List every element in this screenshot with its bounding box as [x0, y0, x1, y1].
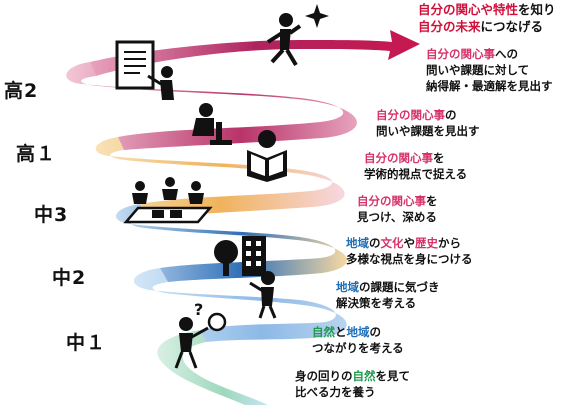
stage-description-chu1-a: 自然と地域のつながりを考える	[312, 324, 404, 356]
description-line: つながりを考える	[312, 340, 404, 356]
grade-label-chu1: 中１	[66, 332, 107, 354]
grade-label-kou2: 高2	[4, 80, 39, 102]
description-text: 歴史	[415, 236, 438, 250]
running-person-icon	[266, 13, 302, 67]
description-text: 問いや課題を見出す	[376, 124, 480, 138]
microscope-person-icon	[192, 103, 232, 145]
description-line: 納得解・最適解を見出す	[426, 78, 553, 94]
goal-title-line-1: 自分の関心や特性を知り	[418, 1, 556, 18]
description-line: 解決策を考える	[336, 295, 440, 311]
description-text: への	[495, 47, 518, 61]
reading-person-icon	[247, 130, 287, 182]
description-text: の	[369, 325, 382, 339]
stage-description-kou2: 自分の関心事への問いや課題に対して納得解・最適解を見出す	[426, 46, 553, 94]
stage-description-chu2-a: 地域の文化や歴史から多様な視点を身につける	[346, 235, 473, 267]
goal-title-seg: 自分の未来	[418, 19, 481, 34]
stage-description-chu1-b: 身の回りの自然を見て比べる力を養う	[295, 368, 410, 400]
stage-description-chu3: 自分の関心事を見つけ、深める	[357, 193, 438, 225]
description-text: 地域	[346, 325, 370, 339]
description-line: 身の回りの自然を見て	[295, 368, 410, 384]
description-text: 多様な視点を身につける	[346, 252, 473, 266]
description-text: の	[445, 108, 457, 122]
description-line: 地域の文化や歴史から	[346, 235, 473, 251]
grade-label-chu2: 中2	[52, 267, 87, 289]
sparkle-icon	[305, 4, 329, 28]
tree-icon	[214, 240, 238, 276]
description-line: 地域の課題に気づき	[336, 279, 440, 295]
spiral-band-top	[90, 30, 420, 76]
goal-title-seg: につなげる	[480, 19, 544, 34]
description-line: 見つけ、深める	[357, 209, 438, 225]
description-text: つながりを考える	[312, 341, 404, 355]
description-line: 自分の関心事への	[426, 46, 553, 62]
grade-label-kou1: 高１	[16, 143, 57, 165]
description-text: 見つけ、深める	[357, 210, 437, 224]
question-icon: ?	[194, 300, 203, 319]
goal-title-seg: を知り	[518, 2, 556, 17]
description-text: を	[426, 194, 438, 208]
description-text: 自然	[312, 325, 335, 339]
description-line: 学術的視点で捉える	[364, 166, 467, 182]
description-line: 問いや課題に対して	[426, 62, 553, 78]
stage-description-kou1-a: 自分の関心事の問いや課題を見出す	[376, 107, 480, 139]
description-text: 自分の関心事	[426, 47, 495, 61]
description-text: 文化	[380, 236, 404, 250]
description-line: 比べる力を養う	[295, 384, 410, 400]
description-text: 学術的視点で捉える	[364, 167, 468, 181]
description-line: 自分の関心事の	[376, 107, 480, 123]
spiral-band-pink	[66, 62, 357, 150]
description-line: 自分の関心事を	[357, 193, 438, 209]
description-text: 身の回りの	[295, 369, 353, 383]
description-line: 問いや課題を見出す	[376, 123, 480, 139]
description-line: 多様な視点を身につける	[346, 251, 473, 267]
presentation-board-icon	[115, 40, 174, 100]
goal-title-seg: 自分の関心や特性	[418, 2, 519, 17]
goal-title: 自分の関心や特性を知り 自分の未来につなげる	[418, 1, 556, 35]
description-text: の課題に気づき	[359, 280, 440, 294]
spiral-band-orange	[95, 137, 345, 218]
description-line: 自分の関心事を	[364, 150, 467, 166]
description-text: や	[403, 236, 416, 250]
description-line: 自然と地域の	[312, 324, 404, 340]
description-text: を見て	[375, 369, 411, 383]
description-text: と	[335, 325, 347, 339]
description-text: 自分の関心事	[364, 151, 433, 165]
spiral-band-lightblue	[133, 268, 347, 342]
description-text: 比べる力を養う	[295, 385, 376, 399]
description-text: 自然	[352, 369, 376, 383]
description-text: 地域	[346, 236, 369, 250]
goal-title-line-2: 自分の未来につなげる	[418, 18, 556, 35]
grade-label-chu3: 中3	[34, 204, 69, 226]
description-text: 自分の関心事	[357, 194, 426, 208]
description-text: 自分の関心事	[376, 108, 445, 122]
building-icon	[242, 236, 266, 276]
magnifier-person-icon	[174, 312, 227, 369]
pointing-person-icon	[249, 271, 277, 319]
description-text: を	[433, 151, 445, 165]
group-discussion-icon	[123, 177, 213, 224]
description-text: 解決策を考える	[336, 296, 417, 310]
description-text: 問いや課題に対して	[426, 63, 530, 77]
description-text: 納得解・最適解を見出す	[426, 79, 553, 93]
spiral-band-blue	[115, 204, 348, 282]
description-text: の	[369, 236, 381, 250]
description-text: 地域	[336, 280, 359, 294]
stage-description-chu2-b: 地域の課題に気づき解決策を考える	[336, 279, 440, 311]
description-text: から	[438, 236, 461, 250]
stage-description-kou1-b: 自分の関心事を学術的視点で捉える	[364, 150, 467, 182]
